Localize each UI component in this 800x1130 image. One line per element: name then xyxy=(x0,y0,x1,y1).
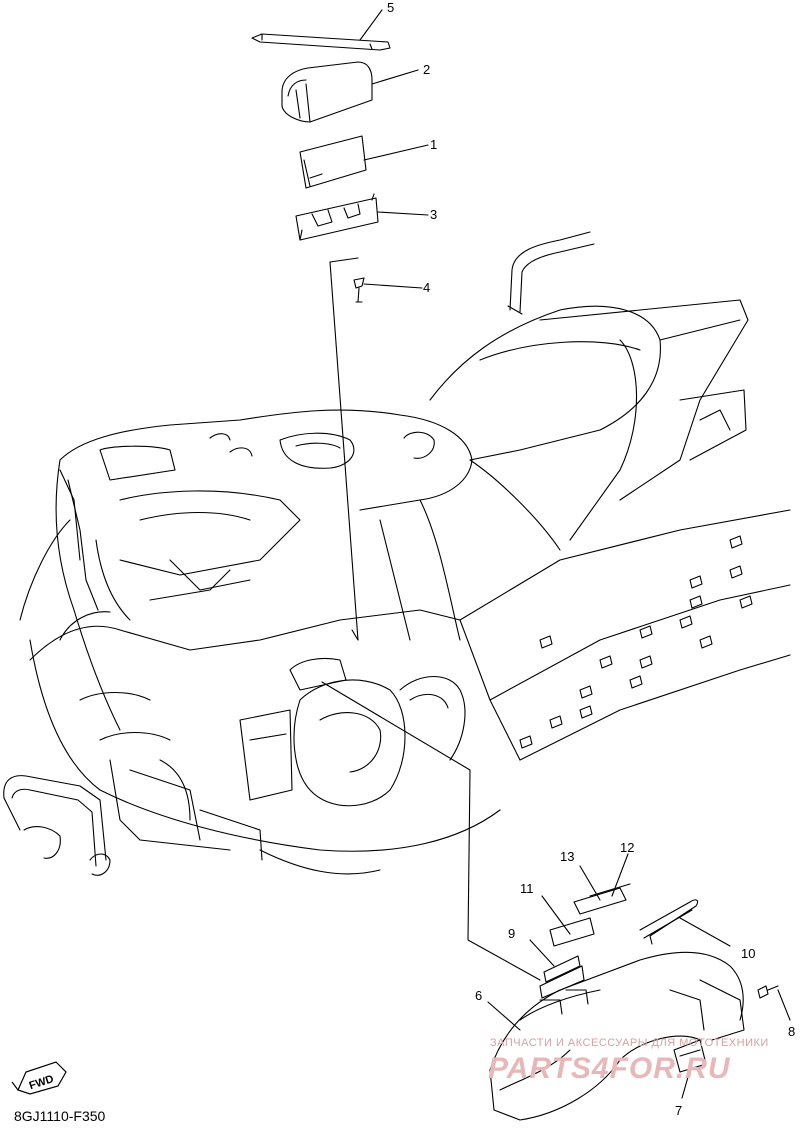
watermark: ЗАПЧАСТИ И АКСЕССУАРЫ ДЛЯ МОТОТЕХНИКИ PA… xyxy=(488,1037,769,1085)
callout-11: 11 xyxy=(520,881,534,896)
callout-4: 4 xyxy=(423,280,430,295)
part-4-rivet xyxy=(353,277,365,303)
part-9-clip xyxy=(539,955,585,999)
part-5-strap xyxy=(251,33,391,51)
callout-2: 2 xyxy=(423,62,430,77)
diagram-code: 8GJ1110-F350 xyxy=(14,1108,106,1124)
callout-10: 10 xyxy=(741,946,755,961)
snowmobile-body xyxy=(3,231,791,876)
callout-5: 5 xyxy=(387,0,394,15)
part-6-flap xyxy=(489,951,745,1121)
part-7-label xyxy=(673,1039,707,1073)
callout-7: 7 xyxy=(675,1103,682,1118)
part-3-holder xyxy=(295,193,379,241)
part-8-rivet xyxy=(757,985,779,999)
part-1-card xyxy=(299,135,367,189)
callout-1: 1 xyxy=(430,137,437,152)
callout-13: 13 xyxy=(560,849,574,864)
watermark-line1: ЗАПЧАСТИ И АКСЕССУАРЫ ДЛЯ МОТОТЕХНИКИ xyxy=(490,1037,769,1049)
callout-8: 8 xyxy=(788,1024,795,1039)
part-10-guard xyxy=(639,899,699,945)
callouts: 5 2 1 3 4 13 12 11 9 10 6 8 7 xyxy=(387,0,795,1118)
part-2-cover xyxy=(281,61,373,123)
fwd-arrow-icon: FWD xyxy=(11,1061,67,1095)
callout-9: 9 xyxy=(508,926,515,941)
callout-6: 6 xyxy=(475,988,482,1003)
callout-12: 12 xyxy=(620,840,634,855)
part-13-decal xyxy=(573,887,627,915)
watermark-line2: PARTS4FOR.RU xyxy=(488,1052,731,1085)
callout-3: 3 xyxy=(430,207,437,222)
part-11-decal xyxy=(549,917,595,947)
